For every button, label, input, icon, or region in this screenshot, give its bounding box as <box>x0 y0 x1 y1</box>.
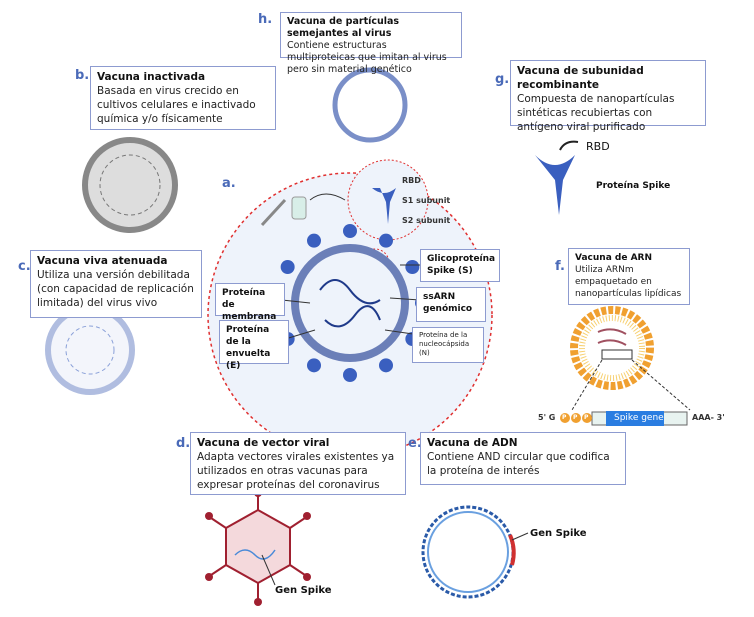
vlp-icon <box>332 67 408 143</box>
panel-b-letter: b. <box>75 68 90 83</box>
spike-gene-label: Spike gene <box>614 413 664 423</box>
panel-h-letter: h. <box>258 12 273 27</box>
spike-icon <box>307 233 321 248</box>
attenuated-virus-icon <box>45 305 135 395</box>
spike-icon <box>343 368 357 382</box>
panel-g-letter: g. <box>495 72 510 87</box>
panel-b-text: Basada en virus crecido en cultivos celu… <box>97 85 256 125</box>
three-prime: AAA- 3' <box>692 413 725 422</box>
panel-d-letter: d. <box>176 436 191 451</box>
callout-spike: Glicoproteína Spike (S) <box>420 249 500 282</box>
panel-h-box: Vacuna de partículas semejantes al virus… <box>280 12 462 75</box>
callout-ssrna: ssARN genómico <box>416 287 486 322</box>
panel-c-letter: c. <box>18 259 31 274</box>
spike-icon <box>379 358 393 373</box>
phosphate-2: P <box>573 414 578 421</box>
panel-e-title: Vacuna de ADN <box>427 437 518 449</box>
callout-nucleocapsid: Proteína de la nucleocápsida (N) <box>412 327 484 363</box>
panel-g-text: Compuesta de nanopartículas sintéticas r… <box>517 93 675 133</box>
s2-label: S2 subunit <box>402 216 451 225</box>
phosphate-1: P <box>562 414 567 421</box>
spike-icon <box>405 260 420 274</box>
vial-icon <box>291 196 307 220</box>
panel-g-title: Vacuna de subunidad recombinante <box>517 65 644 91</box>
spike-icon <box>379 233 393 248</box>
g-rbd-label: RBD <box>586 140 610 153</box>
panel-f-text: Utiliza ARNm empaquetado en nanopartícul… <box>575 265 682 299</box>
panel-f-title: Vacuna de ARN <box>575 253 653 263</box>
s1-label: S1 subunit <box>402 196 451 205</box>
lipid-nanoparticle-icon <box>570 306 691 426</box>
panel-d-text: Adapta vectores virales existentes ya ut… <box>197 451 395 491</box>
g-spike-label: Proteína Spike <box>596 181 671 191</box>
syringe-icon <box>260 198 287 227</box>
panel-f-box: Vacuna de ARN Utiliza ARNm empaquetado en… <box>568 248 690 305</box>
inactivated-virus-icon <box>82 137 178 233</box>
panel-h-text: Contiene estructuras multiproteicas que … <box>287 40 447 75</box>
e-gene-label: Gen Spike <box>530 528 587 539</box>
viral-vector-icon <box>210 495 306 600</box>
panel-h-title: Vacuna de partículas semejantes al virus <box>287 16 400 39</box>
panel-b-title: Vacuna inactivada <box>97 71 206 83</box>
panel-c-text: Utiliza una versión debilitada (con capa… <box>37 269 194 309</box>
panel-d-title: Vacuna de vector viral <box>197 437 330 449</box>
phosphate-3: P <box>584 414 589 421</box>
spike-icon <box>307 358 321 373</box>
five-prime: 5' G <box>538 413 556 422</box>
spike-protein-icon <box>372 188 396 224</box>
panel-a-letter: a. <box>222 176 236 191</box>
d-gene-label: Gen Spike <box>275 585 332 596</box>
panel-f-letter: f. <box>555 259 565 274</box>
panel-e-letter: e. <box>408 436 422 451</box>
circular-dna-icon <box>421 505 529 599</box>
panel-e-text: Contiene AND circular que codifica la pr… <box>427 451 610 477</box>
rbd-label: RBD <box>402 176 421 185</box>
panel-e-box: Vacuna de ADN Contiene AND circular que c… <box>420 432 626 485</box>
callout-membrane: Proteína de membrana <box>215 283 285 322</box>
spike-icon <box>280 260 295 274</box>
callout-envelope: Proteína de la envuelta (E) <box>219 320 289 371</box>
spike-icon <box>343 224 357 238</box>
panel-c-title: Vacuna viva atenuada <box>37 255 168 267</box>
recombinant-spike-icon <box>535 155 575 215</box>
